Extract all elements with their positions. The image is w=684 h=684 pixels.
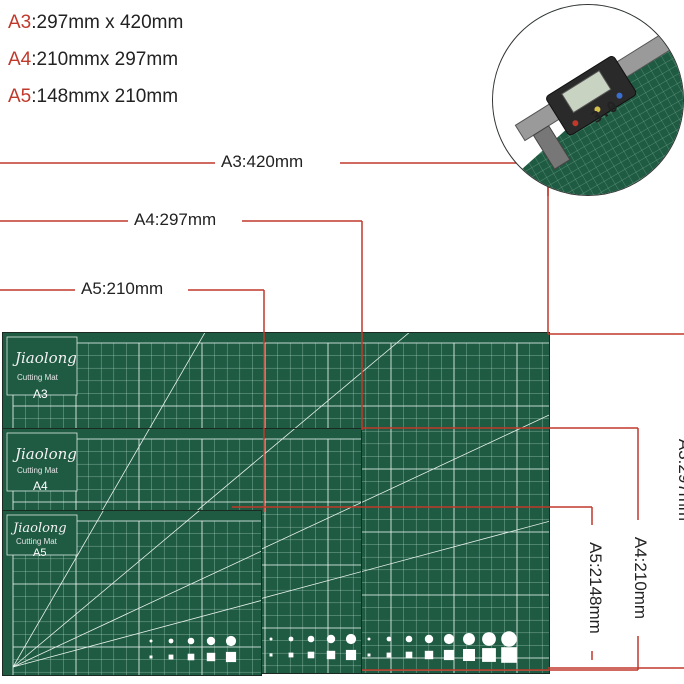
mat-brand: Jiaolong [15, 445, 77, 463]
caliper-icon [493, 5, 683, 195]
mat-subtitle: Cutting Mat [17, 466, 58, 475]
mat-subtitle: Cutting Mat [16, 537, 57, 546]
size-a3: A3:297mm x 420mm [8, 8, 183, 45]
size-code: A5 [8, 86, 32, 107]
mat-subtitle: Cutting Mat [17, 373, 58, 382]
mat-grid [3, 511, 261, 675]
mat-model: A3 [33, 387, 48, 401]
caliper-inset: 3.0 [492, 4, 684, 196]
size-dims: :210mmx 297mm [31, 49, 179, 70]
mat-model: A5 [33, 547, 47, 559]
label-a3-height: A3:297mm [675, 438, 684, 522]
label-a5-height: A5:2148mm [585, 525, 605, 651]
size-code: A3 [8, 12, 32, 33]
mat-a5: Jiaolong Cutting Mat A5 [2, 510, 262, 676]
size-dims: :297mm x 420mm [31, 12, 184, 33]
label-a5-width: A5:210mm [78, 279, 167, 299]
size-a5: A5:148mmx 210mm [8, 82, 183, 119]
size-dims: :148mmx 210mm [31, 86, 179, 107]
size-list: A3:297mm x 420mm A4:210mmx 297mm A5:148m… [8, 8, 183, 119]
label-a4-width: A4:297mm [131, 210, 220, 230]
mat-brand: Jiaolong [13, 521, 67, 536]
label-a3-width: A3:420mm [218, 152, 307, 172]
mat-model: A4 [33, 479, 48, 493]
size-a4: A4:210mmx 297mm [8, 45, 183, 82]
label-a4-height: A4:210mm [630, 520, 650, 636]
mat-brand: Jiaolong [15, 349, 77, 367]
size-code: A4 [8, 49, 32, 70]
